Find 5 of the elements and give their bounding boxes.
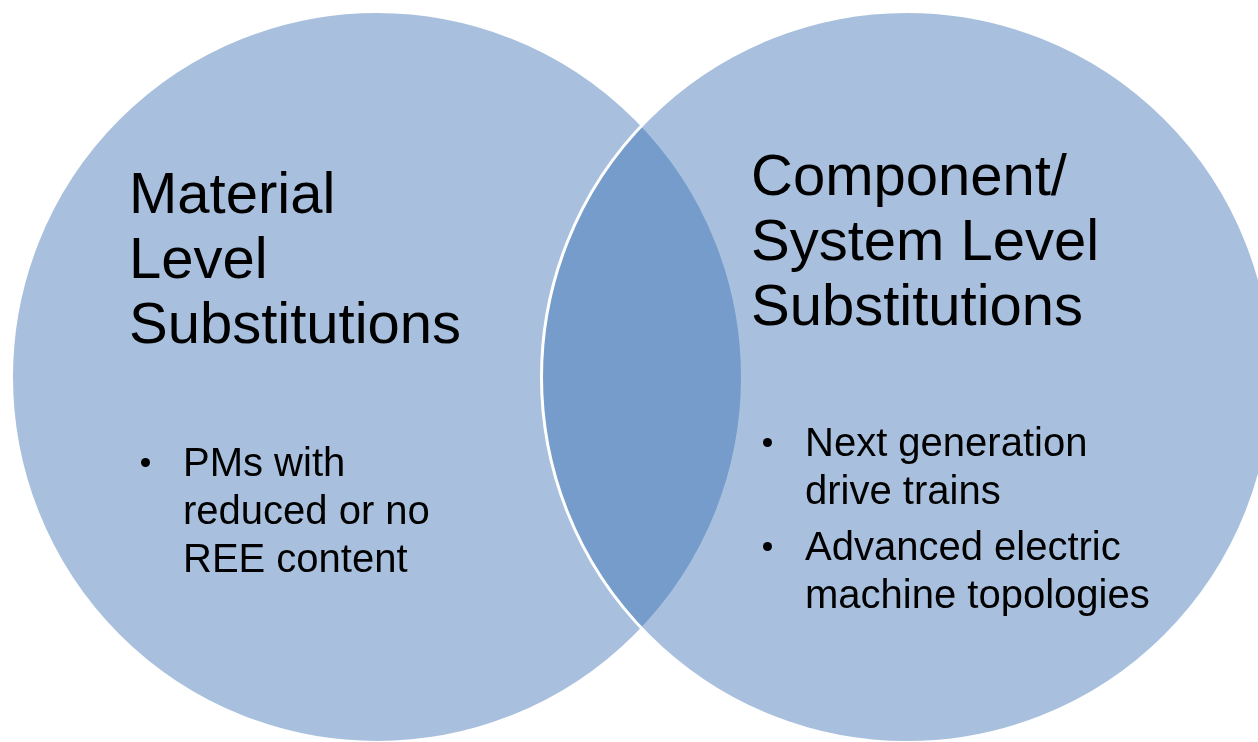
circle-heading: Material Level Substitutions xyxy=(129,161,463,356)
bullet-text: Advanced electric machine topologies xyxy=(805,524,1150,616)
bullet-text: Next generation drive trains xyxy=(805,420,1088,512)
bullet-text: PMs with reduced or no REE content xyxy=(183,440,430,580)
circle-heading: Component/ System Level Substitutions xyxy=(751,143,1101,338)
